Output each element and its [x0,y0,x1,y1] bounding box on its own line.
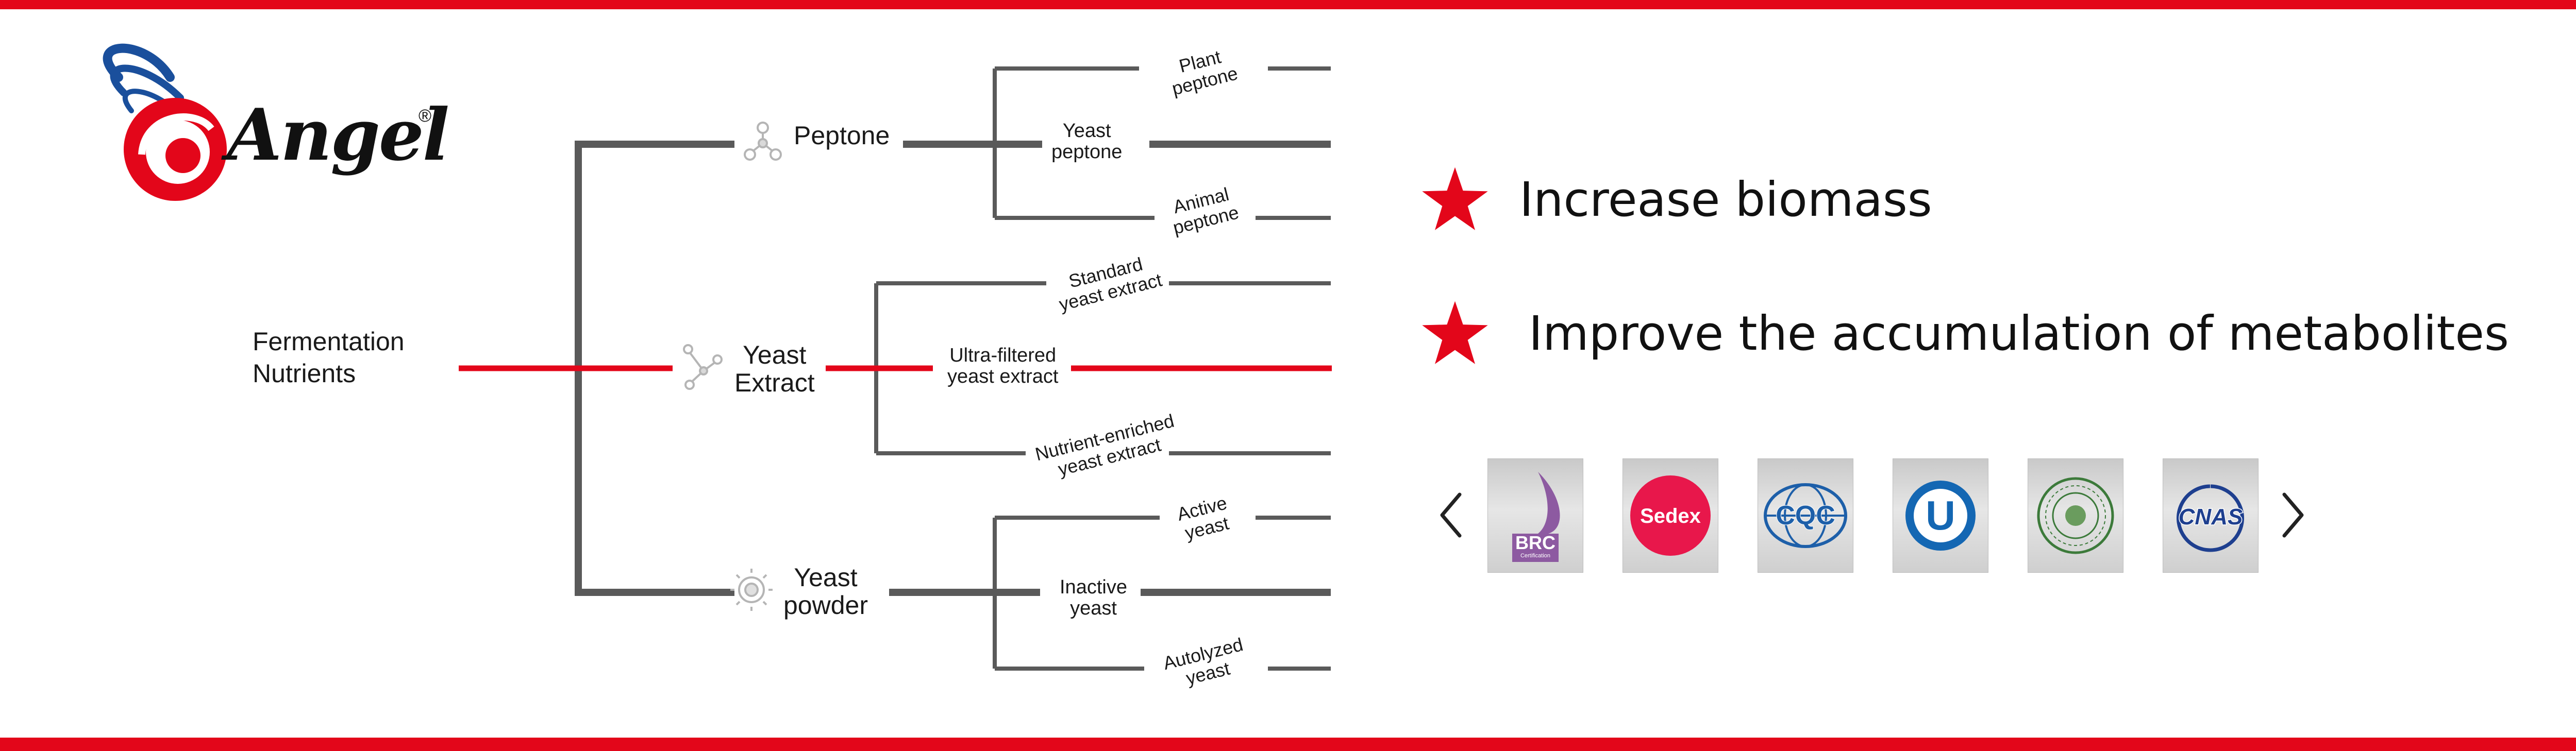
root-label: Fermentation Nutrients [253,328,405,387]
brc-logo-icon: BRC Certification [1512,472,1560,562]
yeast-extract-label: Yeast Extract [734,341,815,397]
svg-text:BRC: BRC [1515,532,1555,553]
peptone-label: Peptone [794,121,890,150]
yeast-powder-line1: Yeast [794,563,858,592]
chevron-right-icon [2282,492,2304,538]
yeast-peptone-line1: Yeast [1062,120,1111,142]
peptone-molecule-icon [744,122,782,161]
certification-badge-cnas[interactable]: CNAS [2163,458,2259,573]
cnas-logo-icon: CNAS [2177,484,2244,552]
bottom-accent-bar [0,738,2576,751]
yeast-extract-line2: Extract [734,368,815,397]
benefit-item: Increase biomass [1421,166,1932,233]
benefit-text: Increase biomass [1519,172,1932,227]
certification-badge-u[interactable]: U [1893,458,1988,573]
u-logo-icon: U [1905,481,1976,551]
yeast-powder-line2: powder [783,591,868,620]
svg-text:CQC: CQC [1776,501,1835,531]
certification-badge-cqc[interactable]: CQC [1758,458,1853,573]
inactive-yeast-line2: yeast [1070,598,1117,620]
yeast-powder-label: Yeast powder [783,564,868,619]
svg-text:CNAS: CNAS [2179,504,2243,530]
benefit-item: Improve the accumulation of metabolites [1421,300,2509,367]
angel-swirl-icon [103,43,227,201]
yeast-peptone-line2: peptone [1051,141,1123,163]
chevron-left-icon [1440,492,1462,538]
certification-badge-mui[interactable] [2028,458,2123,573]
registered-mark: ® [419,106,432,126]
inactive-yeast-label: Inactive yeast [1060,576,1127,620]
top-accent-bar [0,0,2576,9]
svg-text:U: U [1926,492,1955,538]
yeast-extract-line1: Yeast [743,340,807,369]
certification-badge-brc[interactable]: BRC Certification [1487,458,1583,573]
ultrafiltered-extract-line1: Ultra-filtered [949,345,1057,366]
carousel-prev-button[interactable] [1436,489,1467,541]
extract-molecule-icon [683,344,723,390]
inactive-yeast-line1: Inactive [1060,576,1127,598]
star-icon [1422,167,1488,230]
halal-seal-icon [2037,477,2114,554]
certification-badge-sedex[interactable]: Sedex [1622,458,1718,573]
star-icon [1422,301,1488,364]
root-label-line2: Nutrients [253,359,356,388]
classification-tree-lines [459,66,1332,671]
ultrafiltered-extract-line2: yeast extract [947,366,1059,388]
carousel-next-button[interactable] [2277,489,2308,541]
yeast-cell-icon [730,569,773,611]
svg-text:Certification: Certification [1520,553,1550,559]
root-label-line1: Fermentation [253,327,405,356]
yeast-peptone-label: Yeast peptone [1051,120,1123,163]
sedex-logo-icon: Sedex [1630,475,1711,556]
benefit-text: Improve the accumulation of metabolites [1529,305,2509,361]
svg-text:Sedex: Sedex [1640,505,1701,527]
cqc-logo-icon: CQC [1764,483,1847,548]
logo-wordmark: Angel [227,93,449,177]
ultrafiltered-extract-label: Ultra-filtered yeast extract [947,345,1058,387]
